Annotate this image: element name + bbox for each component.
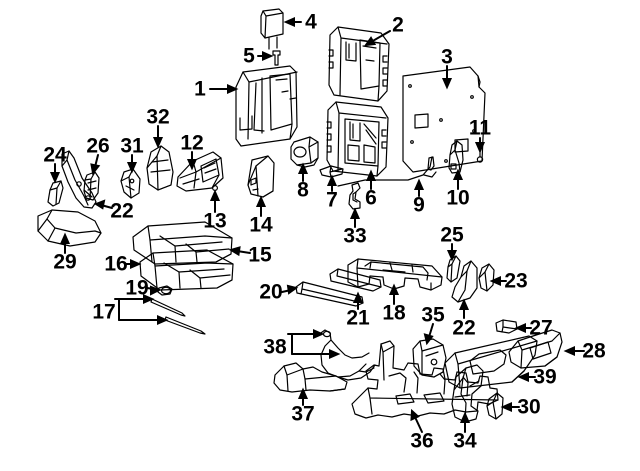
part-head-restraint-guide-pin [272, 50, 281, 66]
callout-label-37[interactable]: 37 [291, 402, 315, 426]
callout-label-2[interactable]: 2 [392, 13, 404, 37]
callout-label-33[interactable]: 33 [343, 224, 367, 248]
part-seat-cushion-cover [132, 221, 233, 265]
part-latch-cable-set [317, 329, 376, 381]
callout-label-10[interactable]: 10 [446, 186, 470, 210]
part-release-cable [337, 156, 437, 187]
leader-lines [49, 16, 585, 433]
part-seat-cushion-pad [139, 249, 234, 291]
callout-label-31[interactable]: 31 [120, 134, 144, 158]
callout-label-36[interactable]: 36 [410, 429, 434, 453]
callout-label-26[interactable]: 26 [86, 134, 110, 158]
part-armrest-latch [176, 151, 224, 192]
callout-label-12[interactable]: 12 [180, 131, 204, 155]
part-latch-handle-lever [448, 140, 464, 174]
callout-label-20[interactable]: 20 [259, 280, 283, 304]
callout-label-23[interactable]: 23 [504, 269, 528, 293]
callout-label-9[interactable]: 9 [413, 193, 425, 217]
part-seat-back-frame-pad [328, 26, 390, 102]
part-end-cap-cover [486, 392, 504, 420]
part-seat-back-frame [326, 101, 389, 177]
callout-label-24[interactable]: 24 [43, 143, 67, 167]
part-trim-molding-short [329, 268, 382, 292]
part-hinge-bushing [157, 285, 173, 296]
callout-label-4[interactable]: 4 [305, 10, 317, 34]
part-pivot-bracket-cover [290, 136, 319, 168]
callout-label-35[interactable]: 35 [421, 303, 445, 327]
callout-label-13[interactable]: 13 [203, 209, 227, 233]
callout-label-7[interactable]: 7 [326, 188, 338, 212]
part-side-trim-wedge [146, 145, 174, 191]
callout-label-27[interactable]: 27 [529, 316, 553, 340]
callout-label-3[interactable]: 3 [441, 45, 453, 69]
callout-label-18[interactable]: 18 [382, 301, 406, 325]
part-head-restraint [260, 8, 284, 50]
callout-label-17[interactable]: 17 [92, 300, 116, 324]
part-seat-back-panel [402, 66, 486, 173]
part-cushion-frame-crossmember [347, 258, 443, 291]
part-lower-trim-panel [273, 362, 348, 393]
part-seat-side-panel [37, 209, 102, 247]
part-seat-riser-bracket [451, 364, 484, 423]
callout-label-28[interactable]: 28 [582, 339, 606, 363]
part-side-bolster-panel [247, 155, 275, 198]
part-seat-hinge-bracket [61, 150, 97, 209]
callout-label-39[interactable]: 39 [533, 365, 557, 389]
callout-label-8[interactable]: 8 [297, 178, 309, 202]
callout-label-6[interactable]: 6 [365, 186, 377, 210]
callout-label-22[interactable]: 22 [110, 199, 134, 223]
part-small-retainer-clip [348, 182, 361, 210]
callout-label-30[interactable]: 30 [517, 395, 541, 419]
callout-label-21[interactable]: 21 [346, 306, 370, 330]
callout-label-38[interactable]: 38 [263, 335, 287, 359]
callout-label-16[interactable]: 16 [104, 252, 128, 276]
part-recliner-mechanism [412, 338, 447, 378]
callout-label-14[interactable]: 14 [249, 213, 273, 237]
part-seat-frame-base [351, 340, 499, 419]
callout-label-11[interactable]: 11 [468, 116, 492, 140]
callout-label-25[interactable]: 25 [440, 223, 464, 247]
callout-label-19[interactable]: 19 [125, 276, 149, 300]
callout-label-22b[interactable]: 22 [452, 316, 476, 340]
callout-label-5[interactable]: 5 [243, 44, 255, 68]
part-seat-back-cushion-cover [235, 65, 298, 147]
callout-label-15[interactable]: 15 [248, 243, 272, 267]
part-latch-striker-bracket [83, 171, 100, 201]
part-side-shield-trim [47, 180, 64, 207]
callout-label-32[interactable]: 32 [146, 105, 170, 129]
part-pivot-cover-small [446, 255, 461, 283]
callout-label-34[interactable]: 34 [453, 429, 477, 453]
part-trim-clip [319, 165, 344, 178]
part-pivot-cover-right [478, 263, 495, 292]
callout-label-1[interactable]: 1 [194, 77, 206, 101]
callout-label-29[interactable]: 29 [53, 250, 77, 274]
